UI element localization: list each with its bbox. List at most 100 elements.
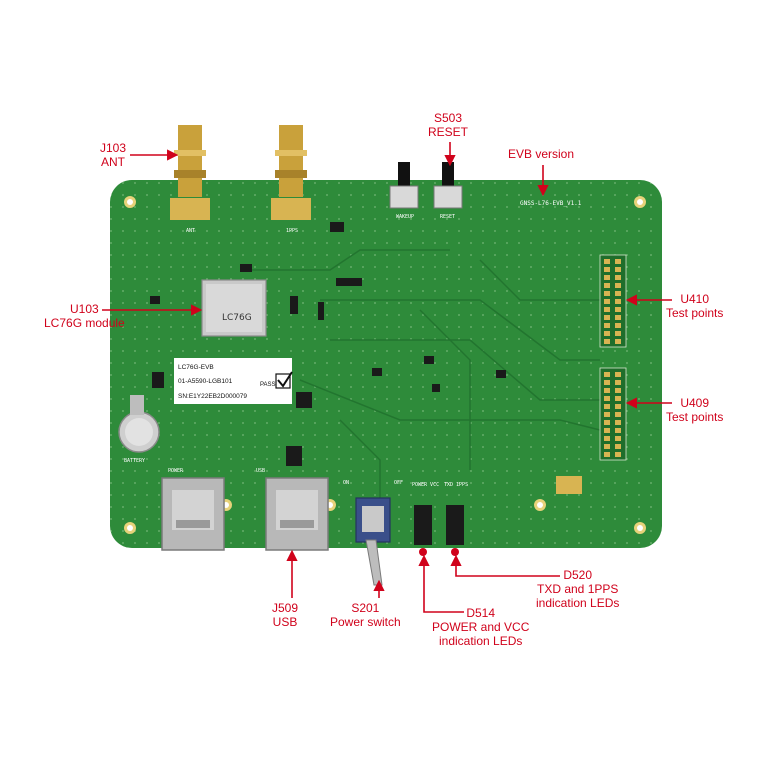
header-pin xyxy=(604,372,610,377)
header-pin xyxy=(615,444,621,449)
callout-d514-line-3: indication LEDs xyxy=(438,634,523,648)
silk-off: OFF xyxy=(394,480,403,486)
header-pin xyxy=(615,396,621,401)
1pps-sma-connector xyxy=(271,125,311,220)
callout-u103-line-1: U103 xyxy=(70,302,99,316)
callout-u410-line-2: Test points xyxy=(666,306,724,320)
test-points-u410 xyxy=(599,254,627,348)
header-pin xyxy=(615,283,621,288)
callout-u103-line-2: LC76G module xyxy=(44,316,125,330)
header-pin xyxy=(615,404,621,409)
callout-d520-line-1: D520 xyxy=(563,568,593,582)
header-pin xyxy=(604,267,610,272)
callout-arrows xyxy=(102,142,672,613)
callout-u103: U103 LC76G module xyxy=(44,302,125,330)
header-pin xyxy=(615,452,621,457)
header-pin xyxy=(604,420,610,425)
label-line-2: 01-A5590-LGB101 xyxy=(178,378,233,385)
coin-battery xyxy=(118,395,160,453)
label-line-3: SN:E1Y22EB2D000079 xyxy=(178,393,247,400)
header-pin xyxy=(604,436,610,441)
callout-d514: D514 POWER and VCC indication LEDs xyxy=(432,606,529,648)
leds-d514 xyxy=(414,505,432,556)
header-pin xyxy=(615,259,621,264)
silk-battery: BATTERY xyxy=(124,458,145,464)
header-pin xyxy=(615,331,621,336)
ant-connector-j103 xyxy=(170,125,210,220)
leds-d520 xyxy=(446,505,464,556)
header-pin xyxy=(615,412,621,417)
header-pin xyxy=(604,323,610,328)
silk-usb: USB xyxy=(256,468,265,474)
silk-power: POWER xyxy=(168,468,184,474)
header-pin xyxy=(604,291,610,296)
header-pin xyxy=(604,404,610,409)
silk-txd-1pps: TXD 1PPS xyxy=(444,482,468,488)
callout-s201-line-2: Power switch xyxy=(330,615,401,629)
pcb-traces xyxy=(250,249,601,520)
callout-u410: U410 Test points xyxy=(666,292,723,320)
smd-components xyxy=(150,222,582,494)
pass-mark: PASS xyxy=(260,382,276,388)
header-pin xyxy=(615,275,621,280)
header-pin xyxy=(604,331,610,336)
label-line-1: LC76G-EVB xyxy=(178,364,214,371)
header-pin xyxy=(604,388,610,393)
silk-reset: RESET xyxy=(440,214,455,220)
header-pin xyxy=(615,307,621,312)
callout-s503: S503 RESET xyxy=(428,111,468,139)
header-pin xyxy=(604,396,610,401)
header-pin xyxy=(604,259,610,264)
header-pin xyxy=(615,428,621,433)
callout-j509-line-2: USB xyxy=(272,615,298,629)
callout-evb-version: EVB version xyxy=(508,147,574,161)
lc76g-module-u103: LC76G xyxy=(201,279,267,337)
callout-j103: J103 ANT xyxy=(100,141,126,169)
callout-u409: U409 Test points xyxy=(666,396,723,424)
test-points-u409 xyxy=(599,367,627,461)
callout-d520-line-3: indication LEDs xyxy=(536,596,620,610)
header-pins xyxy=(604,259,621,457)
header-pin xyxy=(604,444,610,449)
header-pin xyxy=(604,315,610,320)
callout-d514-line-1: D514 xyxy=(466,606,496,620)
header-pin xyxy=(604,339,610,344)
power-usb-connector xyxy=(161,477,225,551)
callout-j509: J509 USB xyxy=(272,601,298,629)
callout-j103-line-1: J103 xyxy=(100,141,127,155)
header-pin xyxy=(604,428,610,433)
callout-d520-line-2: TXD and 1PPS xyxy=(537,582,619,596)
header-pin xyxy=(615,291,621,296)
callout-s201-line-1: S201 xyxy=(351,601,380,615)
wakeup-button-silhouette xyxy=(389,162,419,209)
arrow-d514 xyxy=(418,554,464,613)
callout-u409-line-1: U409 xyxy=(680,396,710,410)
header-pin xyxy=(615,380,621,385)
product-label: LC76G-EVB 01-A5590-LGB101 SN:E1Y22EB2D00… xyxy=(174,358,293,404)
header-pin xyxy=(615,315,621,320)
header-pin xyxy=(615,267,621,272)
header-pin xyxy=(615,339,621,344)
callout-s503-line-1: S503 xyxy=(433,111,463,125)
header-pin xyxy=(615,372,621,377)
header-pin xyxy=(604,307,610,312)
callout-evb-line-1: EVB version xyxy=(508,147,575,161)
header-pin xyxy=(604,283,610,288)
callout-d520: D520 TXD and 1PPS indication LEDs xyxy=(536,568,619,610)
header-pin xyxy=(604,412,610,417)
silk-on: ON xyxy=(343,480,349,486)
silk-wakeup: WAKEUP xyxy=(396,214,414,220)
header-pin xyxy=(615,388,621,393)
header-pin xyxy=(604,275,610,280)
power-switch-s201 xyxy=(355,497,391,586)
callout-s201: S201 Power switch xyxy=(330,601,401,629)
callout-s503-line-2: RESET xyxy=(428,125,469,139)
header-pin xyxy=(615,436,621,441)
evb-version-silk: GNSS-L76-EVB_V1.1 xyxy=(520,200,582,207)
reset-button-s503 xyxy=(433,162,463,209)
header-pin xyxy=(604,452,610,457)
silk-power-vcc: POWER VCC xyxy=(412,482,439,488)
header-pin xyxy=(615,420,621,425)
